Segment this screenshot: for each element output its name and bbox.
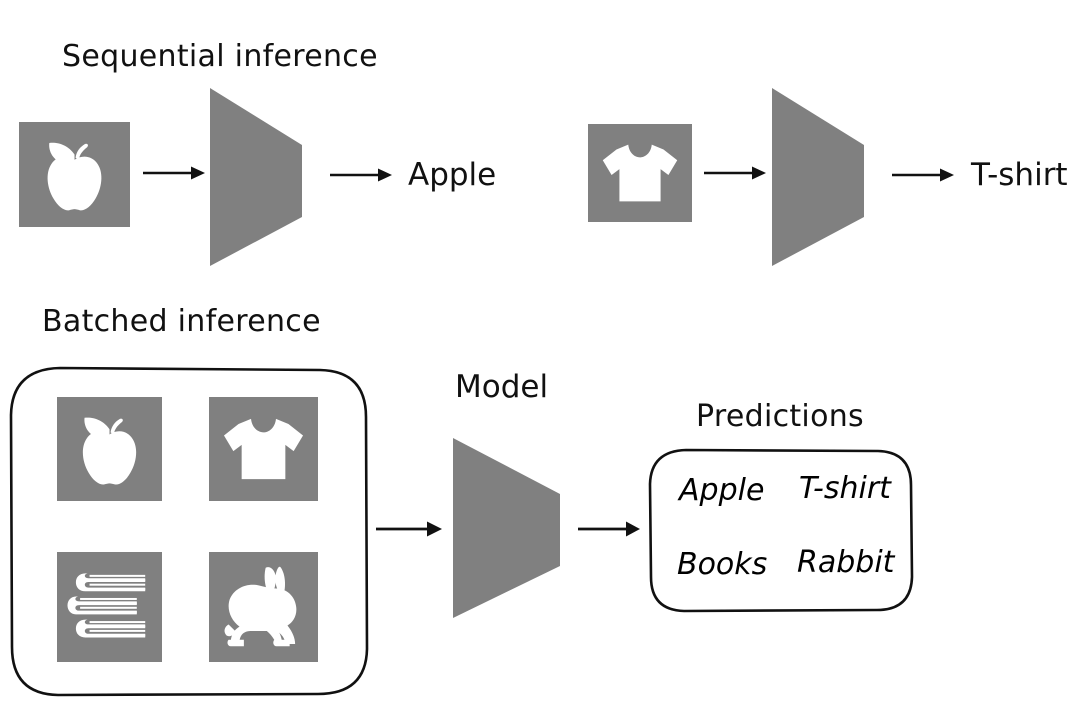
tshirt-icon <box>223 418 304 480</box>
prediction-item-tshirt: T-shirt <box>799 471 891 506</box>
batch-item-apple <box>57 397 162 501</box>
arrow-model-to-predictions <box>578 518 640 540</box>
batch-item-books <box>57 552 162 662</box>
apple-icon <box>82 417 137 485</box>
batch-item-tshirt <box>209 397 318 501</box>
model-label: Model <box>455 369 549 405</box>
prediction-item-apple: Apple <box>679 473 765 508</box>
sequential-inference-title: Sequential inference <box>62 39 378 74</box>
model-trapezoid-tshirt <box>772 88 866 266</box>
arrow-model-to-apple-label <box>330 164 392 186</box>
arrow-batch-to-model <box>376 518 442 540</box>
books-icon <box>67 573 146 638</box>
prediction-item-rabbit: Rabbit <box>797 545 895 580</box>
batched-inference-title: Batched inference <box>42 304 321 339</box>
prediction-item-books: Books <box>677 547 768 582</box>
model-trapezoid-apple <box>210 88 304 266</box>
arrow-apple-to-model <box>143 162 205 184</box>
tshirt-icon <box>602 144 678 202</box>
arrow-tshirt-to-model <box>704 162 766 184</box>
sequential-apple-image <box>19 122 130 227</box>
predictions-label: Predictions <box>696 399 864 434</box>
apple-icon <box>47 142 102 211</box>
batch-container <box>8 365 370 698</box>
arrow-model-to-tshirt-label <box>892 164 954 186</box>
prediction-label-tshirt: T-shirt <box>971 157 1068 193</box>
predictions-container <box>648 447 915 614</box>
batch-item-rabbit <box>209 552 318 662</box>
sequential-tshirt-image <box>588 124 692 222</box>
rabbit-icon <box>224 566 297 647</box>
model-trapezoid-batched <box>453 438 563 618</box>
prediction-label-apple: Apple <box>408 157 497 193</box>
